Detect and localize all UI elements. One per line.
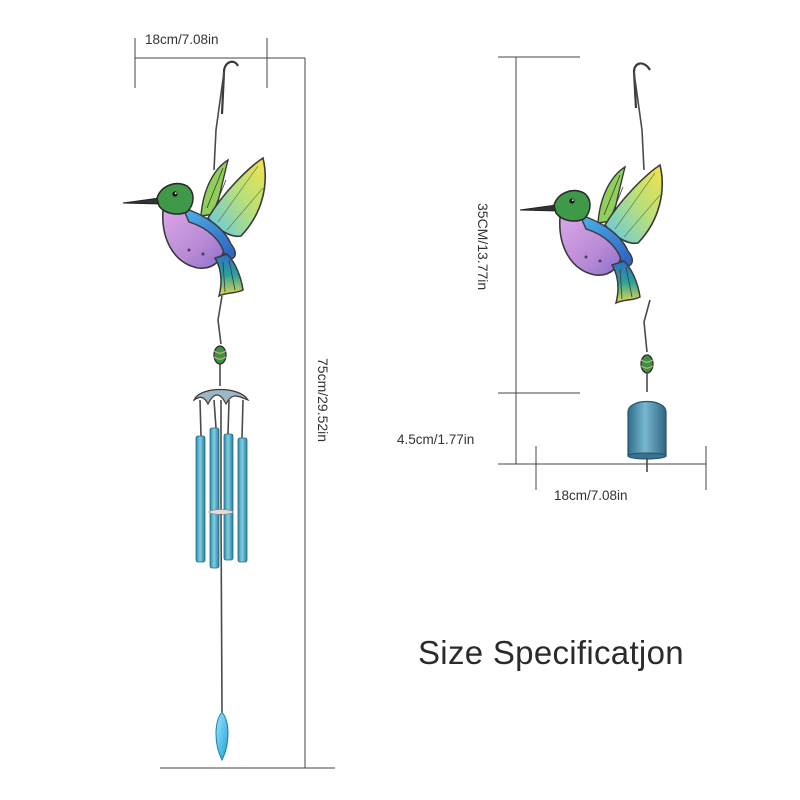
wind-chime-tubes [195,427,248,569]
right-width-label: 18cm/7.08in [554,488,628,503]
left-height-label: 75cm/29.52in [315,358,331,442]
right-height-label: 35CM/13.77in [475,203,491,290]
hook-icon [220,60,239,115]
right-width-dimension: 18cm/7.08in [535,446,707,503]
right-height-dimension: 35CM/13.77in [475,56,706,465]
right-bell-label: 4.5cm/1.77in [397,432,474,447]
left-product: 18cm/7.08in 75cm/29.52in [122,32,335,769]
wind-chime-tube-icon [209,427,220,569]
bell-icon [627,401,667,457]
crystal-drop-icon [215,711,229,762]
wind-chime-tube-icon [237,437,248,563]
hook-icon [632,62,651,109]
left-width-label: 18cm/7.08in [145,32,219,47]
right-product: 35CM/13.77in 4.5cm/1.77in 18cm/7.08in [397,56,707,503]
cap-icon [192,389,250,406]
wind-chime-tube-icon [223,433,234,561]
hummingbird-icon [122,157,266,297]
left-width-dimension: 18cm/7.08in [134,32,305,88]
page-title: Size Specificatjon [418,634,684,671]
left-height-dimension: 75cm/29.52in [160,58,335,769]
bead-icon [640,354,654,374]
wind-chime-tube-icon [195,435,206,563]
bead-icon [213,345,227,365]
hummingbird-icon [519,164,663,304]
